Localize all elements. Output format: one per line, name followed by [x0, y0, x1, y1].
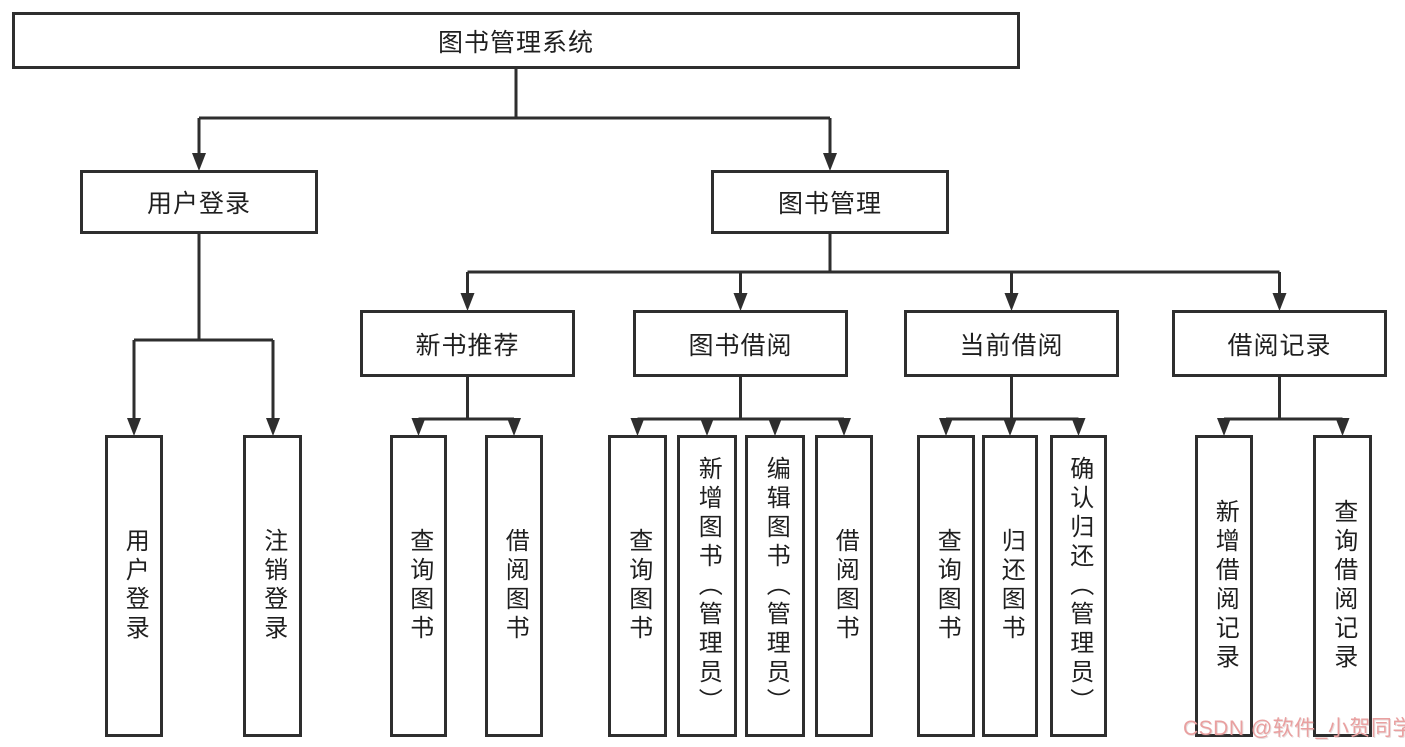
leaf-query-books-recommend-label: 查询图书: [405, 528, 433, 644]
leaf-user-login-label: 用户登录: [121, 528, 149, 644]
leaf-borrow-books-recommend: 借阅图书: [485, 435, 543, 737]
leaf-add-borrow-record: 新增借阅记录: [1195, 435, 1253, 737]
leaf-logout-label: 注销登录: [259, 528, 287, 644]
leaf-query-books-borrow: 查询图书: [608, 435, 667, 737]
csdn-watermark: CSDN @软件_小贺同学: [1183, 717, 1405, 740]
leaf-confirm-return-admin-label: 确认归还（管理员）: [1065, 455, 1093, 717]
node-current-borrow: 当前借阅: [904, 310, 1119, 377]
node-user-login-label: 用户登录: [146, 190, 251, 218]
node-current-borrow-label: 当前借阅: [959, 331, 1064, 360]
leaf-logout: 注销登录: [243, 435, 302, 737]
leaf-add-books-admin: 新增图书（管理员）: [677, 435, 737, 737]
leaf-add-books-admin-label: 新增图书（管理员）: [694, 455, 722, 717]
node-book-management: 图书管理: [711, 170, 949, 234]
node-root: 图书管理系统: [12, 12, 1020, 69]
leaf-user-login: 用户登录: [105, 435, 163, 737]
leaf-add-borrow-record-label: 新增借阅记录: [1211, 499, 1239, 673]
leaf-return-books: 归还图书: [982, 435, 1038, 737]
node-root-label: 图书管理系统: [437, 28, 594, 57]
node-borrow-records-label: 借阅记录: [1227, 331, 1332, 360]
leaf-query-borrow-record-label: 查询借阅记录: [1329, 499, 1357, 673]
node-new-book-recommend-label: 新书推荐: [415, 331, 520, 360]
leaf-confirm-return-admin: 确认归还（管理员）: [1050, 435, 1107, 737]
leaf-borrow-books: 借阅图书: [815, 435, 873, 737]
node-book-borrow-label: 图书借阅: [688, 331, 793, 360]
node-book-borrow: 图书借阅: [633, 310, 848, 377]
leaf-edit-books-admin-label: 编辑图书（管理员）: [762, 455, 790, 717]
arrowhead-icons: [127, 153, 1350, 436]
leaf-query-borrow-record: 查询借阅记录: [1313, 435, 1372, 737]
leaf-borrow-books-label: 借阅图书: [831, 528, 859, 644]
leaf-query-books-current-label: 查询图书: [933, 528, 961, 644]
leaf-query-books-borrow-label: 查询图书: [624, 528, 652, 644]
node-book-management-label: 图书管理: [777, 190, 882, 218]
node-borrow-records: 借阅记录: [1172, 310, 1387, 377]
node-user-login: 用户登录: [80, 170, 318, 234]
leaf-return-books-label: 归还图书: [997, 528, 1025, 644]
leaf-edit-books-admin: 编辑图书（管理员）: [745, 435, 805, 737]
leaf-borrow-books-recommend-label: 借阅图书: [501, 528, 529, 644]
leaf-query-books-recommend: 查询图书: [390, 435, 447, 737]
leaf-query-books-current: 查询图书: [917, 435, 975, 737]
node-new-book-recommend: 新书推荐: [360, 310, 575, 377]
